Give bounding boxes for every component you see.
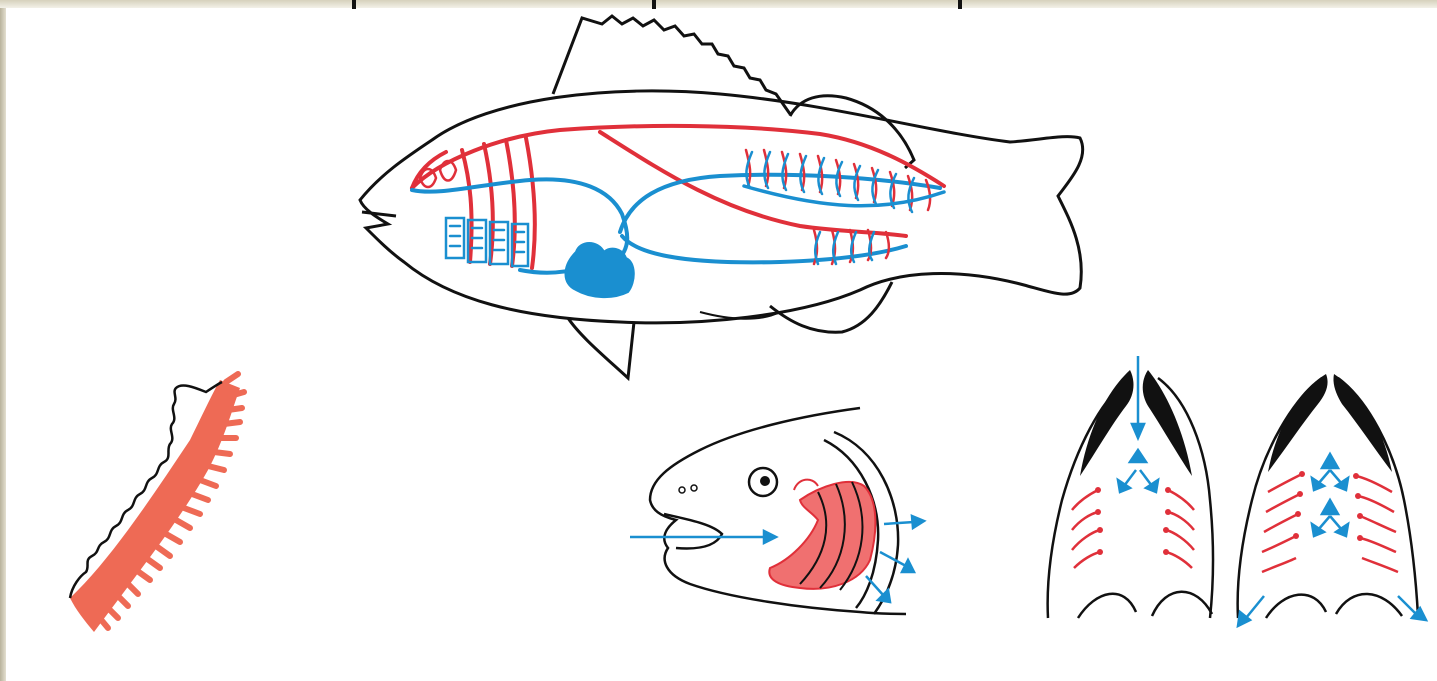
arrow-icon (1124, 470, 1136, 486)
gill-filament (70, 374, 244, 632)
gill-cavity-right (1238, 374, 1426, 626)
water-flow-arrows (1238, 454, 1426, 626)
fish-mouth (362, 212, 396, 216)
bottom-arch (1078, 592, 1212, 618)
arrow-icon (884, 522, 914, 524)
dorsal-spiny-fin (553, 16, 790, 114)
gill-filament-tissue (70, 380, 240, 632)
jaw-cartilage (1333, 374, 1392, 472)
nostril (679, 487, 685, 493)
arrow-icon (1398, 596, 1416, 614)
gill-filaments-red (1072, 490, 1194, 568)
circulatory-vessels (412, 126, 944, 273)
fish-head-figure (630, 408, 924, 614)
gill-arch-top (794, 480, 818, 490)
pelvic-fin (568, 318, 634, 378)
descending-artery (600, 132, 906, 236)
lower-vein (622, 236, 906, 262)
gill-filament-edge (70, 382, 222, 598)
fish-figure (360, 16, 1083, 378)
bottom-arch (1266, 594, 1402, 618)
fish-pupil (760, 476, 770, 486)
arrow-icon (1140, 470, 1152, 486)
jaw-cartilage (1080, 370, 1133, 476)
water-flow-arrows (630, 516, 924, 602)
gill-arches (769, 482, 875, 589)
gill-filaments-red (1262, 474, 1398, 572)
anal-fin (770, 282, 892, 332)
gill-capillaries (446, 218, 528, 266)
gill-cavity-left (1048, 356, 1213, 618)
arrow-icon (1246, 596, 1264, 618)
arrow-icon (880, 552, 906, 566)
jaw-cartilage (1268, 374, 1328, 472)
nostril (691, 485, 697, 491)
